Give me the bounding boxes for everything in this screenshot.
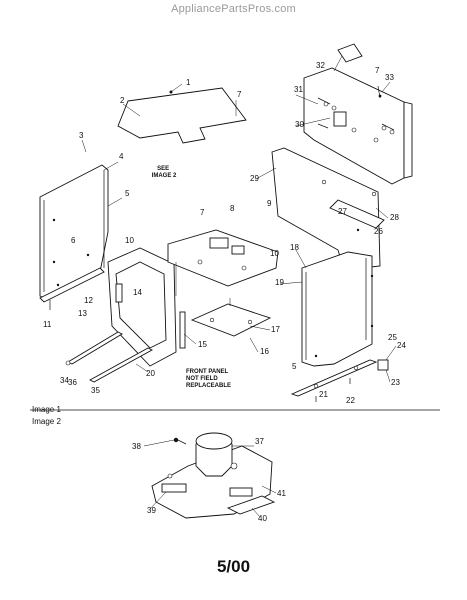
rods [65, 331, 153, 383]
base-assembly [167, 229, 279, 296]
left-rail [39, 267, 105, 310]
callout-25: 25 [388, 333, 397, 342]
see-image2-note: SEE IMAGE 2 [152, 166, 177, 179]
callout-7b: 7 [375, 66, 380, 75]
callout-8: 8 [230, 204, 235, 213]
callout-10a: 10 [125, 236, 134, 245]
callout-22: 22 [346, 396, 355, 405]
back-panel [303, 67, 413, 185]
callout-35: 35 [91, 386, 100, 395]
callout-34: 34 [60, 376, 69, 385]
callout-32: 32 [316, 61, 325, 70]
callout-37: 37 [255, 437, 264, 446]
callout-5: 5 [125, 189, 130, 198]
callout-5b: 5 [292, 362, 297, 371]
left-side-panel [39, 164, 109, 301]
callout-24: 24 [397, 341, 406, 350]
date-code: 5/00 [216, 557, 251, 576]
callout-16: 16 [260, 347, 269, 356]
callout-20: 20 [146, 369, 155, 378]
callout-18: 18 [290, 243, 299, 252]
image1-label: Image 1 [32, 405, 61, 414]
image2-valve-assembly [151, 432, 276, 519]
front-panel-note: FRONT PANEL NOT FIELD REPLACEABLE [186, 369, 231, 389]
callout-3: 3 [79, 131, 84, 140]
callout-21: 21 [319, 390, 328, 399]
callout-38: 38 [132, 442, 141, 451]
callout-39: 39 [147, 506, 156, 515]
callout-6: 6 [71, 236, 76, 245]
callout-15: 15 [198, 340, 207, 349]
callout-12: 12 [84, 296, 93, 305]
image2-label: Image 2 [32, 417, 61, 426]
callout-labels: 1 2 3 4 5 5 6 7 7 7 8 9 10 10 11 12 13 1… [43, 61, 406, 523]
front-frame [107, 247, 177, 367]
callout-10b: 10 [270, 249, 279, 258]
callout-11: 11 [43, 320, 52, 329]
callout-1: 1 [186, 78, 191, 87]
callout-7a: 7 [237, 90, 242, 99]
callout-17: 17 [271, 325, 280, 334]
callout-30: 30 [295, 120, 304, 129]
callout-9: 9 [267, 199, 272, 208]
callout-14: 14 [133, 288, 142, 297]
leader-lines [81, 55, 397, 518]
floor-panel [190, 298, 272, 337]
back-panel-cover [337, 43, 382, 99]
watermark: AppliancePartsPros.com [171, 3, 296, 15]
callout-28: 28 [390, 213, 399, 222]
callout-41: 41 [277, 489, 286, 498]
callout-2: 2 [120, 96, 125, 105]
callout-23: 23 [391, 378, 400, 387]
right-rail [290, 359, 378, 402]
callout-7c: 7 [200, 208, 205, 217]
callout-4: 4 [119, 152, 124, 161]
callout-19: 19 [275, 278, 284, 287]
callout-40: 40 [258, 514, 267, 523]
callout-27: 27 [338, 207, 347, 216]
right-side-panel [301, 251, 374, 367]
callout-36: 36 [68, 378, 77, 387]
callout-26: 26 [374, 227, 383, 236]
top-cover-panel [117, 83, 247, 144]
small-bracket [377, 359, 389, 371]
callout-31: 31 [294, 85, 303, 94]
callout-33: 33 [385, 73, 394, 82]
callout-29: 29 [250, 174, 259, 183]
callout-13: 13 [78, 309, 87, 318]
door-strip [179, 311, 186, 349]
